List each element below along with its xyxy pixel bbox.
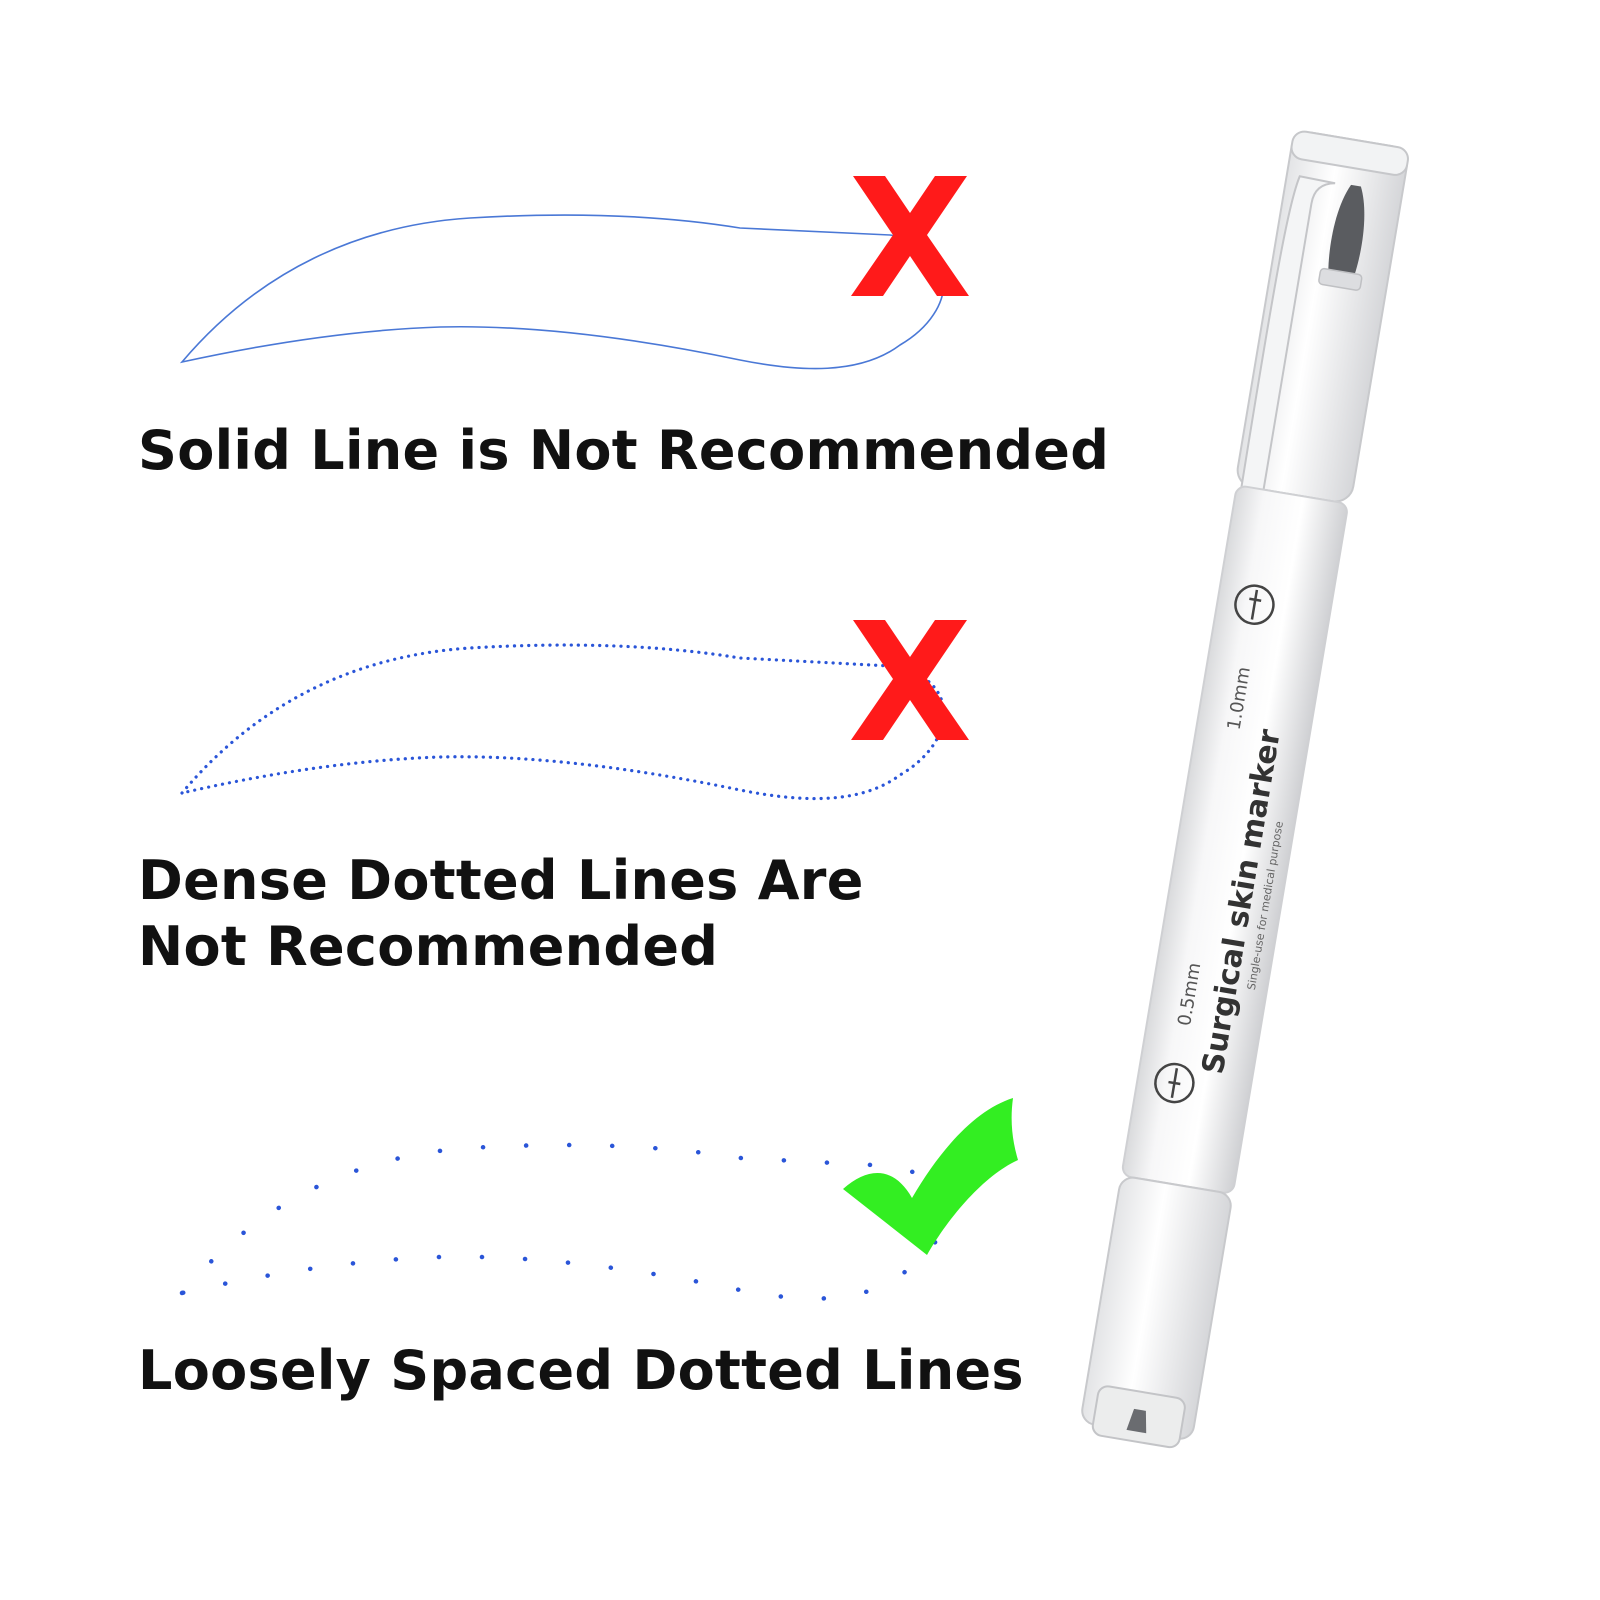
dense-dotted-shape [177, 643, 946, 801]
marker-pen: Surgical skin marker Single-use for medi… [1081, 130, 1409, 1449]
solid-line-caption: Solid Line is Not Recommended [138, 419, 1110, 482]
cross-icon [851, 620, 969, 740]
solid-line-shape [179, 214, 945, 370]
loose-dotted-caption: Loosely Spaced Dotted Lines [138, 1339, 1024, 1402]
check-icon [843, 1098, 1018, 1255]
loose-dotted-shape [175, 1142, 947, 1301]
cross-icon [851, 176, 969, 296]
dense-dotted-caption: Dense Dotted Lines Are Not Recommended [138, 849, 864, 978]
